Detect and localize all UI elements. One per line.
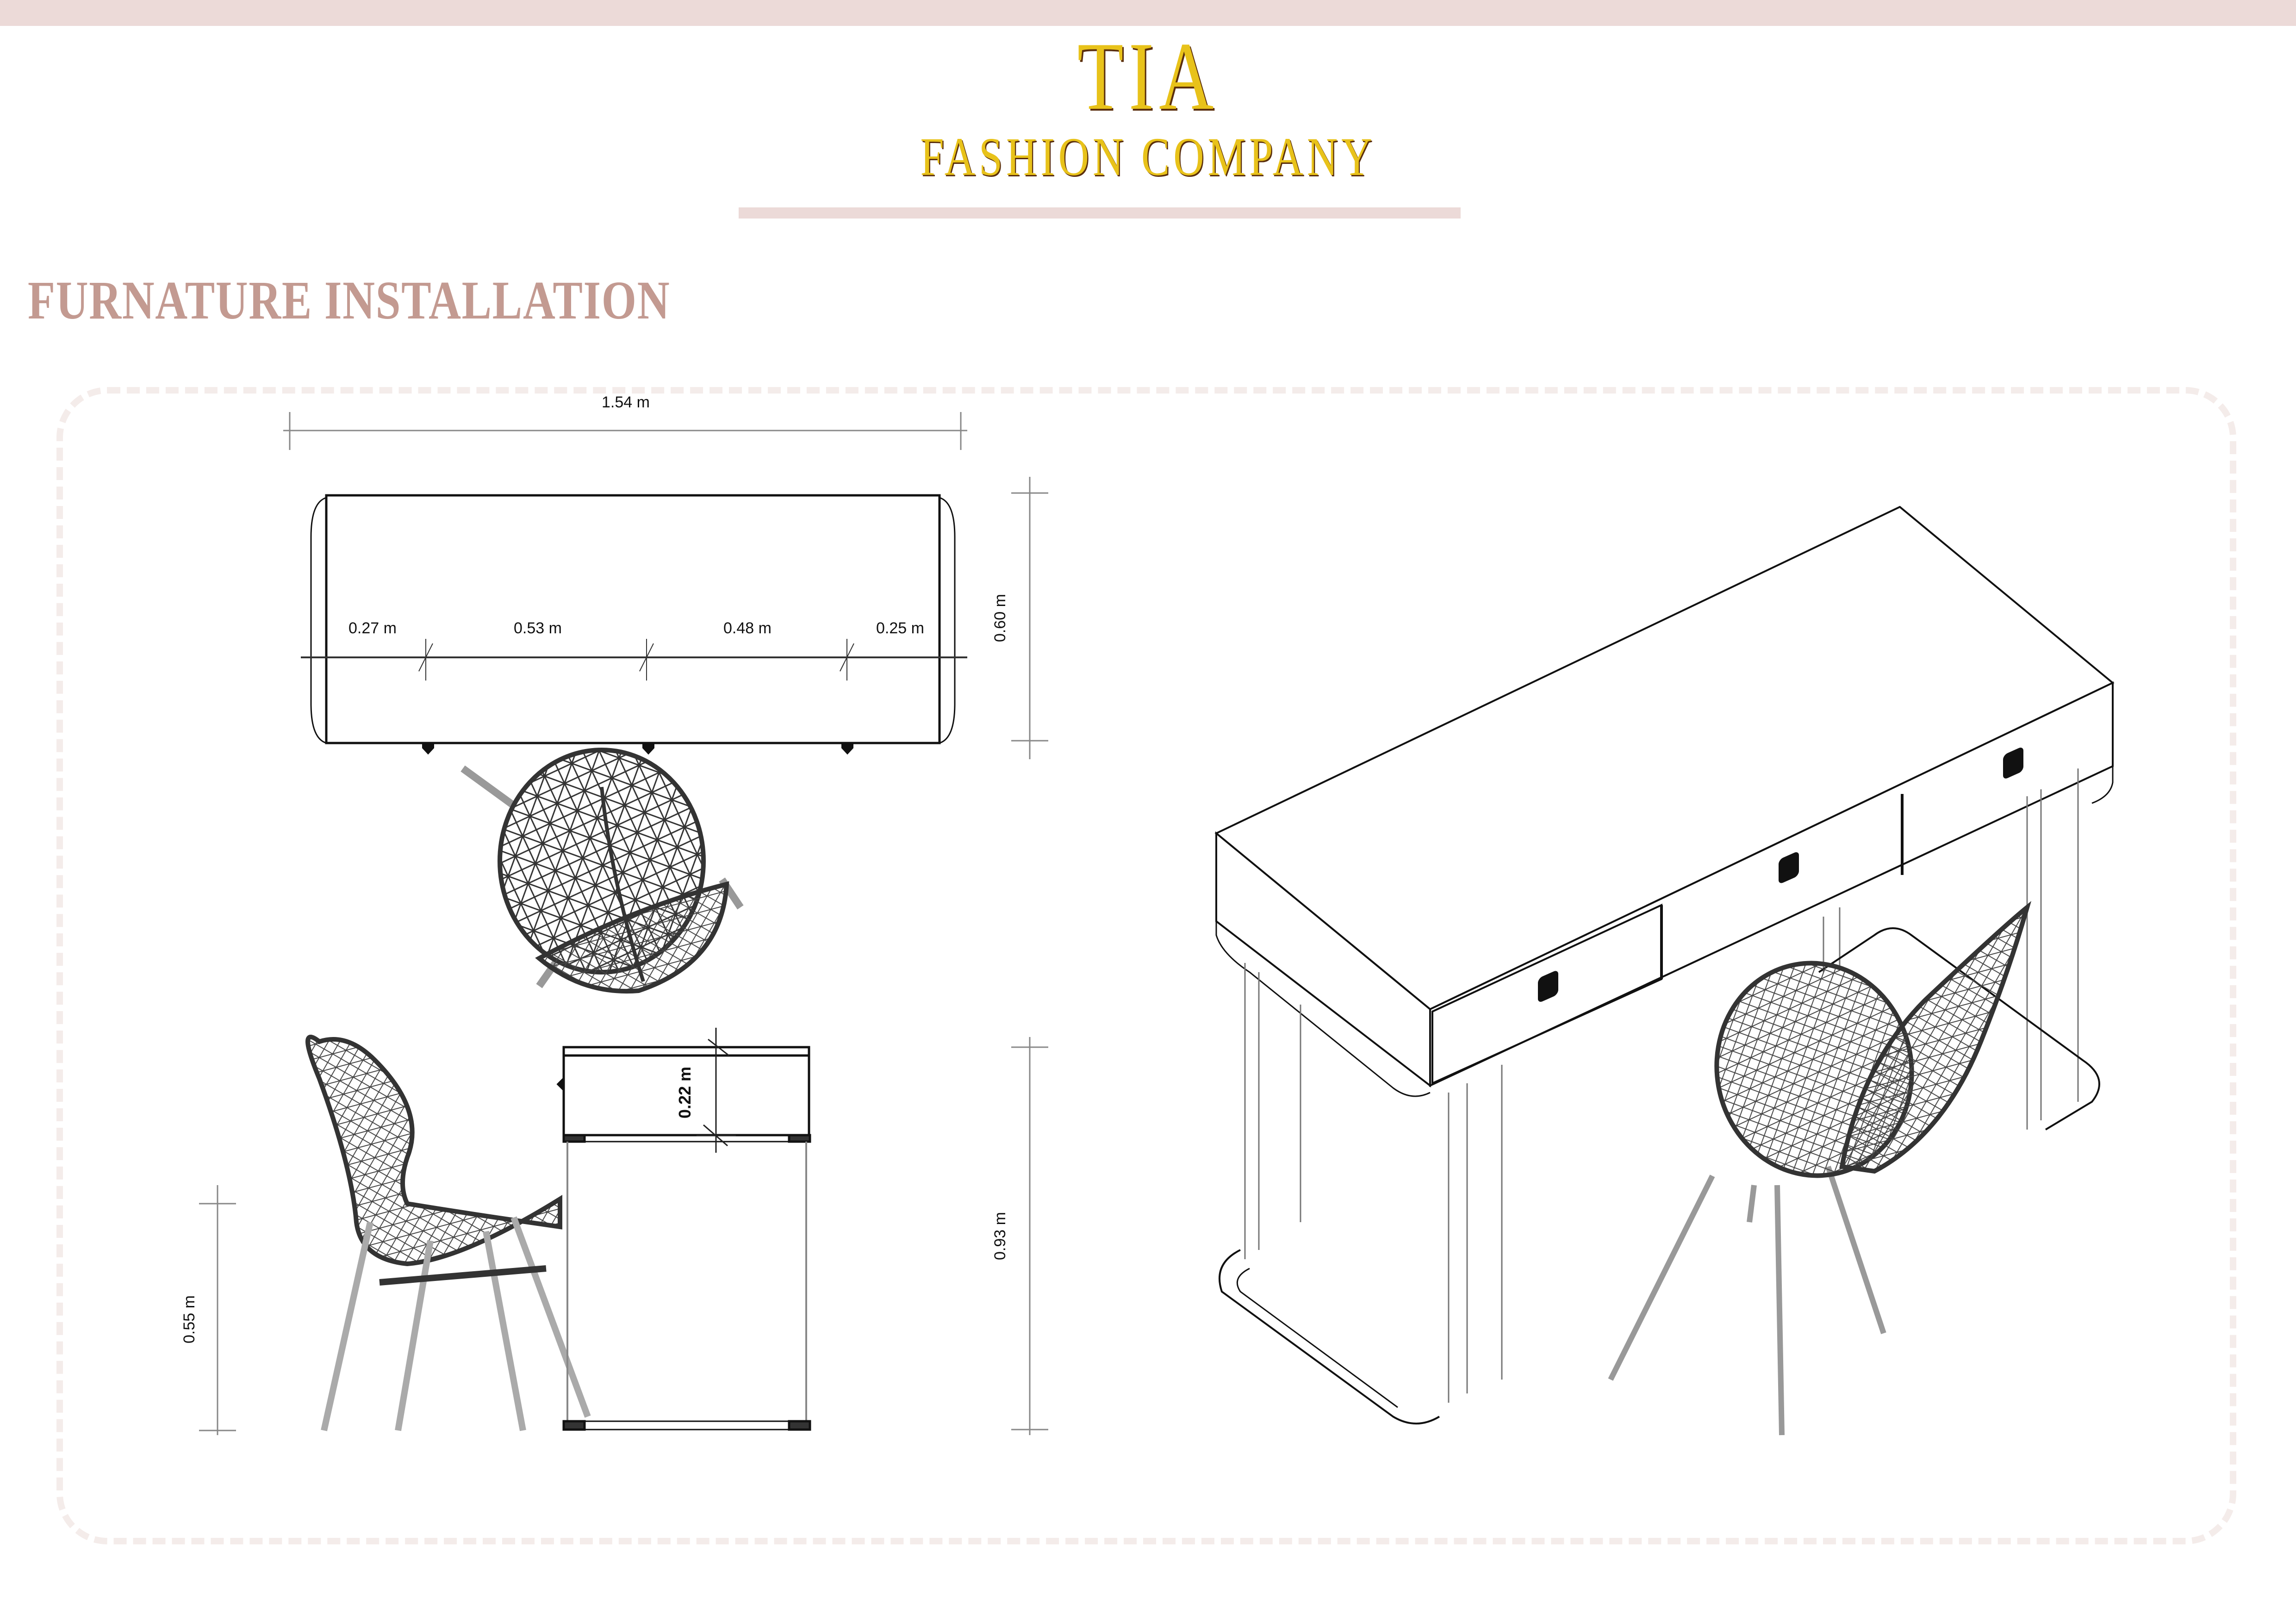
table-height-label: 0.93 m: [991, 1212, 1009, 1260]
chair-isometric: [1608, 901, 2032, 1436]
drawer-height-dimension: [697, 1028, 736, 1153]
top-view: 1.54 m 0.27 m 0.53 m 0.48 m 0.25 m 0.60 …: [283, 394, 1048, 994]
segment-dimension-line: [301, 639, 967, 681]
desk-side-view: [556, 1046, 811, 1431]
depth-label: 0.60 m: [991, 594, 1009, 642]
seat-height-label: 0.55 m: [180, 1295, 198, 1343]
segment-label: 0.53 m: [514, 619, 562, 637]
desk-leg: [1244, 963, 1503, 1403]
drawer-pull-icons: [422, 743, 853, 755]
section-title: FURNATURE INSTALLATION: [28, 270, 671, 331]
brand-name: TIA: [1077, 23, 1219, 130]
segment-label: 0.27 m: [348, 619, 397, 637]
segment-label: 0.25 m: [876, 619, 924, 637]
side-view: 0.55 m 0.22 m 0.93: [180, 1028, 1048, 1435]
drawing-frame: [56, 387, 2236, 1544]
chair-side-view: [305, 1035, 591, 1431]
overall-width-dimension: [283, 412, 967, 450]
segment-label: 0.48 m: [723, 619, 772, 637]
brand-divider: [739, 207, 1461, 219]
isometric-view: [1214, 506, 2115, 1436]
chair-top-view: [460, 748, 744, 994]
brand-subtitle: FASHION COMPANY: [920, 126, 1376, 187]
overall-width-label: 1.54 m: [602, 394, 650, 411]
drawer-height-label: 0.22 m: [675, 1067, 694, 1118]
depth-dimension: [1011, 477, 1048, 759]
drawer-fronts: [1431, 747, 2023, 1085]
seat-height-dimension: [199, 1185, 236, 1435]
desk-top-plan: [310, 494, 956, 744]
table-height-dimension: [1011, 1037, 1048, 1435]
top-accent-band: [0, 0, 2296, 26]
